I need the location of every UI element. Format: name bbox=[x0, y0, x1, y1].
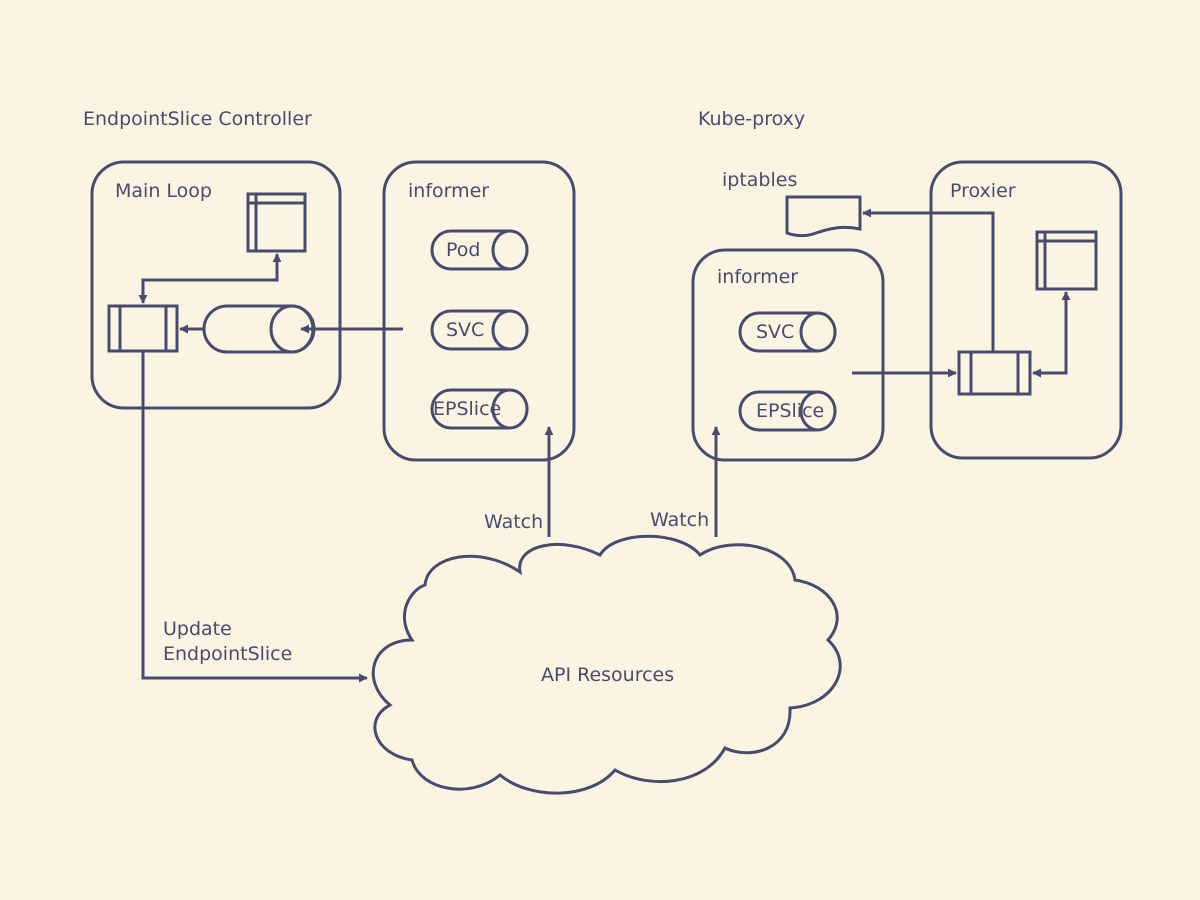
update-endpointslice-label: Update EndpointSlice bbox=[163, 618, 293, 665]
controller-svc-queue-label: SVC bbox=[446, 319, 485, 341]
update-endpointslice-arrow bbox=[141, 351, 368, 683]
endpointslice-controller-title: EndpointSlice Controller bbox=[83, 108, 312, 130]
proxier-worker-box bbox=[957, 350, 1032, 396]
proxy-epslice-queue-label: EPSlice bbox=[756, 400, 825, 422]
kube-proxy-title: Kube-proxy bbox=[698, 108, 806, 130]
main-loop-box bbox=[90, 160, 342, 410]
proxy-informer-box bbox=[691, 248, 885, 462]
api-resources-cloud bbox=[371, 534, 842, 795]
store-to-worker-arrow bbox=[138, 255, 279, 304]
pod-queue-label: Pod bbox=[446, 239, 481, 261]
main-loop-label: Main Loop bbox=[115, 180, 212, 202]
work-queue-cylinder bbox=[202, 304, 316, 354]
iptables-document-shape bbox=[785, 195, 862, 238]
watch-right-label: Watch bbox=[650, 509, 710, 531]
pod-queue-cylinder bbox=[430, 229, 529, 271]
controller-epslice-queue-cylinder bbox=[430, 388, 529, 430]
proxier-box bbox=[929, 160, 1123, 460]
controller-informer-box bbox=[382, 160, 576, 462]
controller-worker-box bbox=[107, 304, 179, 353]
controller-epslice-queue-label: EPSlice bbox=[433, 398, 502, 420]
proxy-informer-label: informer bbox=[717, 266, 799, 288]
proxy-svc-queue-label: SVC bbox=[756, 321, 795, 343]
proxier-to-iptables-arrow bbox=[862, 208, 995, 352]
watch-left-label: Watch bbox=[484, 511, 544, 533]
controller-store-box bbox=[246, 192, 307, 253]
controller-informer-label: informer bbox=[408, 180, 490, 202]
proxy-epslice-queue-cylinder bbox=[738, 390, 837, 432]
controller-svc-queue-cylinder bbox=[430, 309, 529, 351]
proxier-store-box bbox=[1035, 230, 1098, 291]
proxier-label: Proxier bbox=[950, 180, 1016, 202]
api-resources-label: API Resources bbox=[541, 664, 675, 686]
iptables-label: iptables bbox=[722, 169, 798, 191]
proxy-svc-queue-cylinder bbox=[738, 311, 837, 353]
proxier-store-to-worker-arrow bbox=[1032, 292, 1068, 378]
